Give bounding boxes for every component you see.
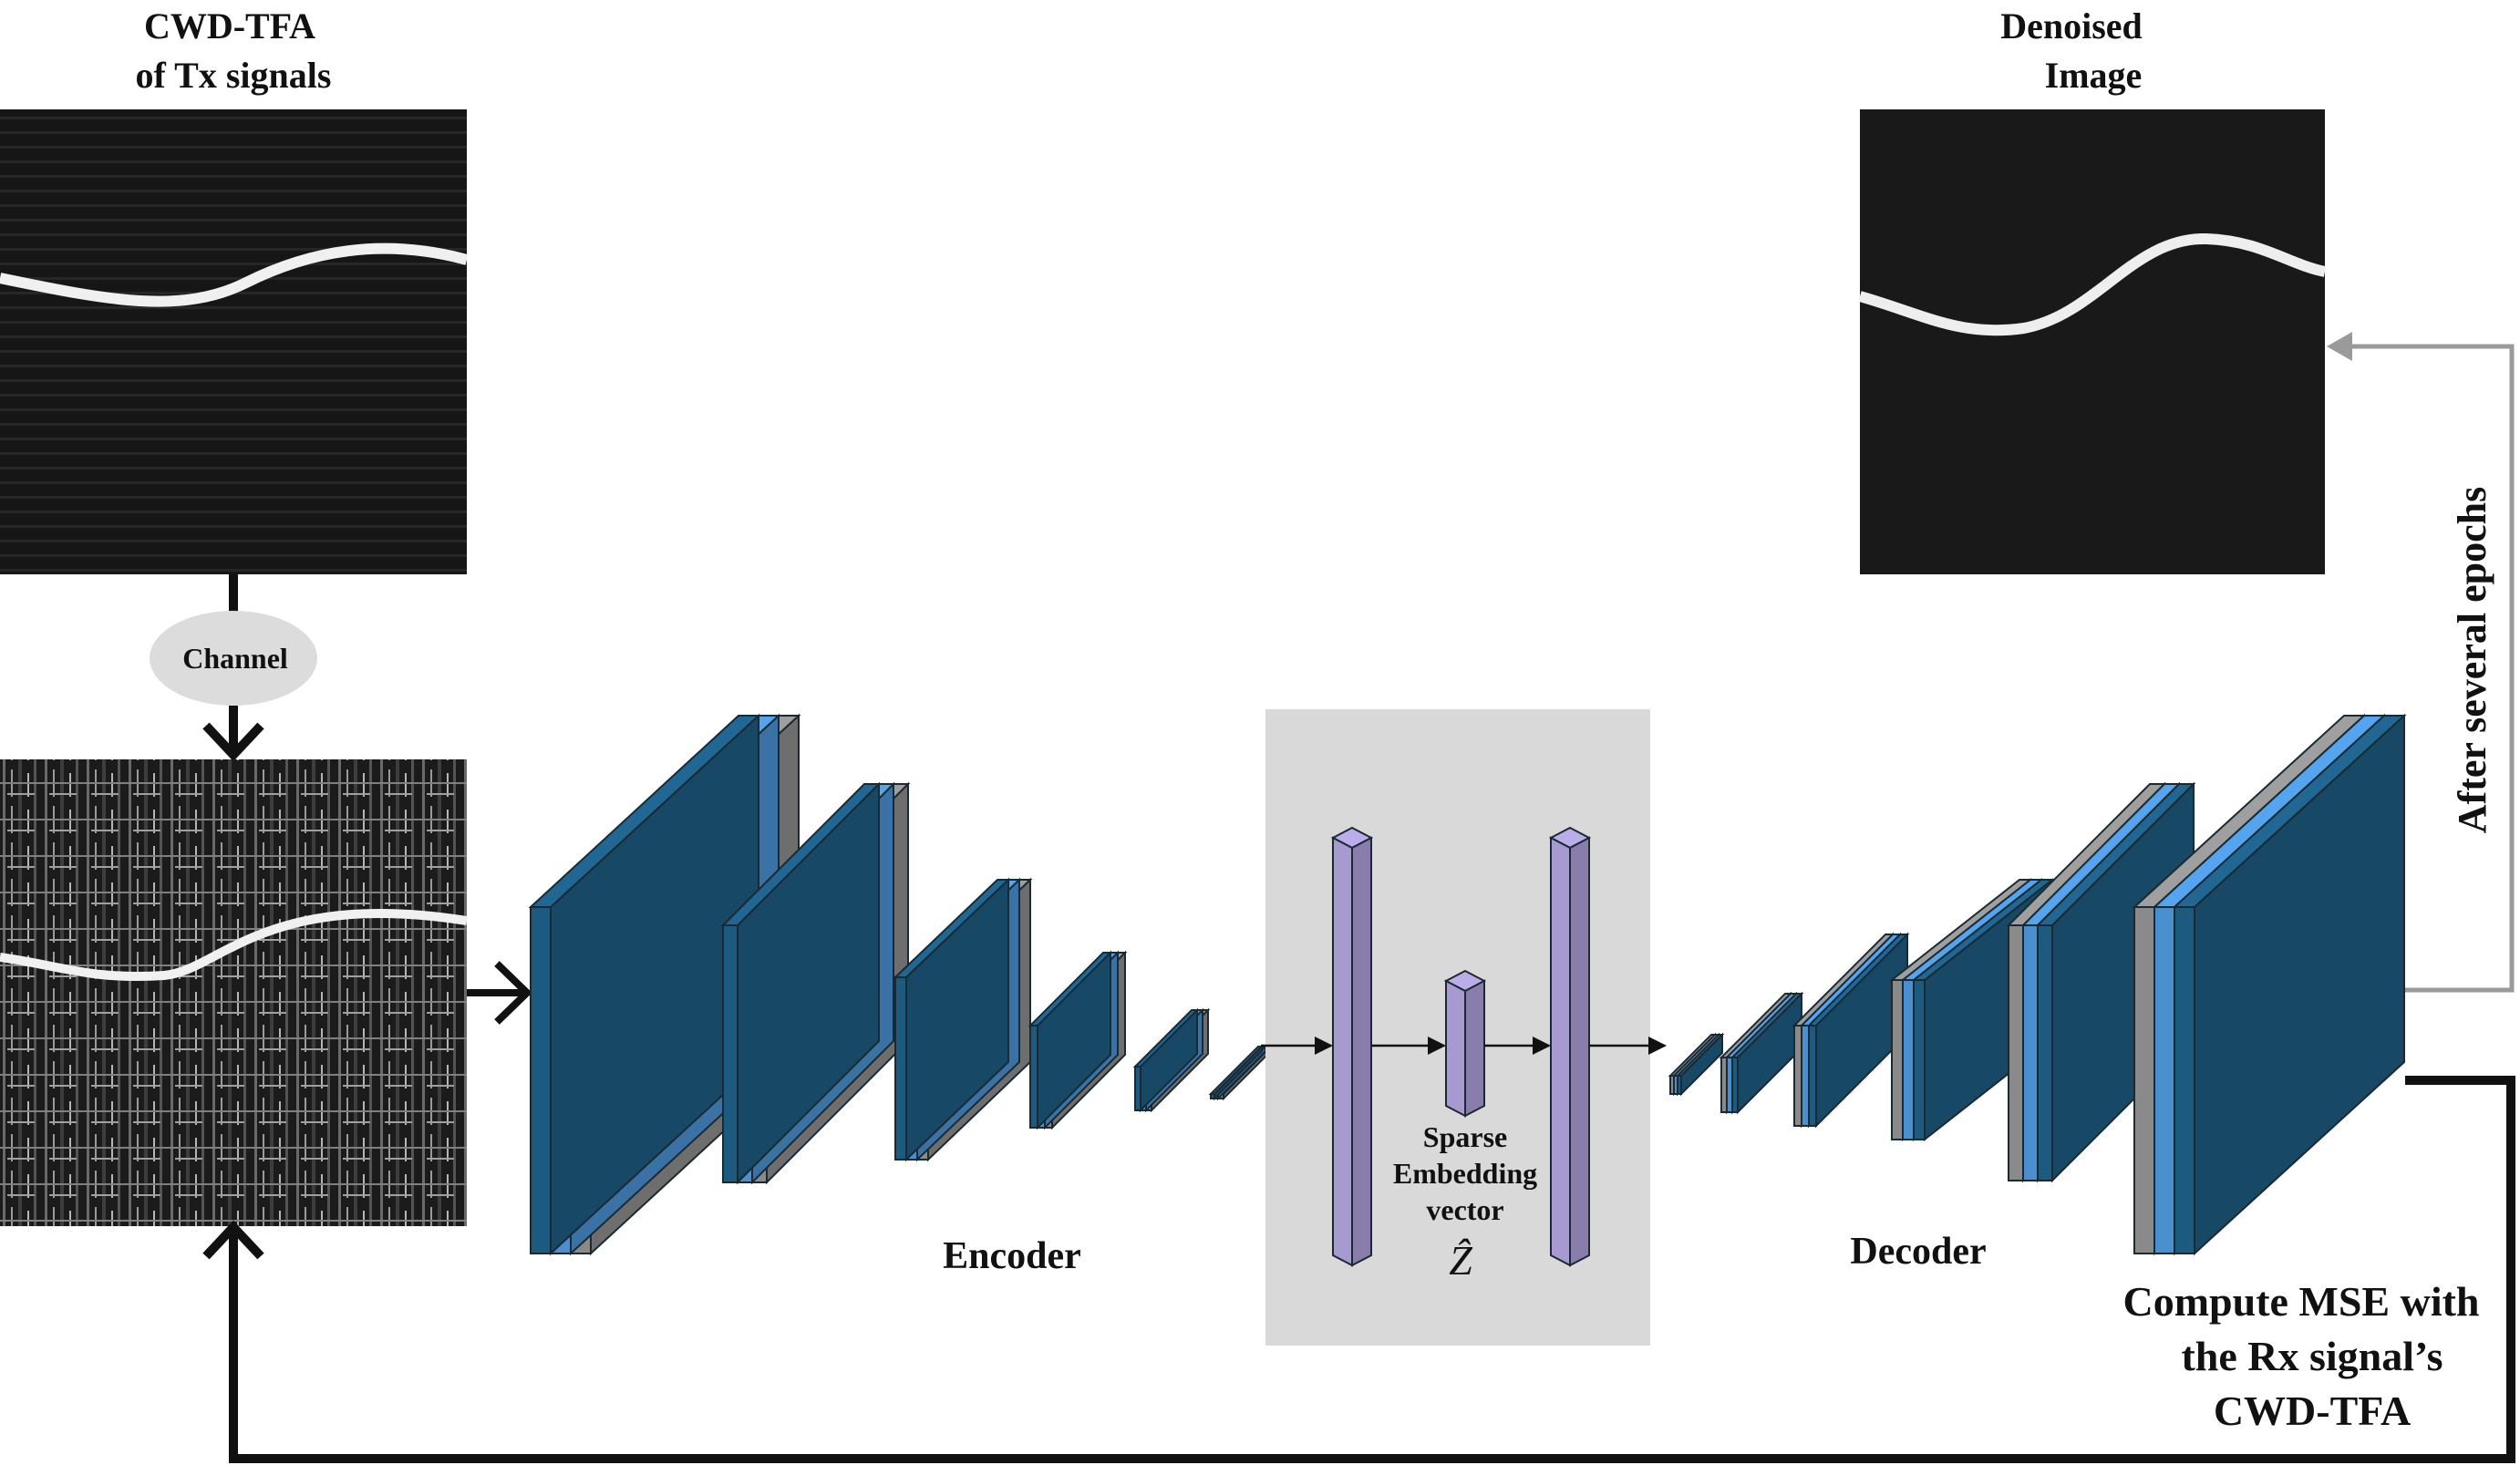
encoder-layer-1-dark xyxy=(528,713,761,1256)
embedding-column-center xyxy=(1443,969,1487,1118)
encoder-layer-1-dark-front xyxy=(530,906,552,1254)
decoder-layer-6 xyxy=(2132,713,2407,1256)
embedding-line3: vector xyxy=(1426,1193,1503,1226)
epochs-feedback-path xyxy=(2334,344,2515,993)
decoder-layer-6-light-front xyxy=(2153,906,2175,1254)
mse-loop-path xyxy=(229,1076,2515,1463)
decoder-layer-2-dark xyxy=(1730,991,1804,1115)
mse-line1: Compute MSE with xyxy=(2122,1278,2479,1325)
embedding-symbol: Ẑ xyxy=(1449,1237,1472,1284)
embedding-column-2-left xyxy=(1550,836,1571,1267)
decoder-layer-1-dark xyxy=(1675,1032,1725,1097)
rx-image xyxy=(0,759,468,1226)
decoder-layer-2-dark-front xyxy=(1731,1057,1739,1113)
embedding-column-2 xyxy=(1548,826,1592,1267)
encoder-layer-4 xyxy=(1028,950,1128,1130)
rx-sinusoid xyxy=(0,908,468,981)
encoder-layer-6-dark-front xyxy=(1210,1093,1215,1099)
decoder-layer-4-light-front xyxy=(1902,979,1915,1140)
channel-ellipse xyxy=(150,611,317,706)
denoised-sinusoid xyxy=(1858,232,2327,336)
embedding-column-center-left xyxy=(1445,979,1466,1118)
encoder-layer-5-dark-side xyxy=(1140,1007,1198,1113)
embedding-column-1-right xyxy=(1351,836,1372,1267)
tx-sinusoid xyxy=(0,242,469,307)
decoder-label: Decoder xyxy=(1850,1231,1986,1273)
epochs-label: After several epochs xyxy=(2450,487,2494,833)
decoder-layer-5-gray-front xyxy=(2008,924,2024,1181)
decoder-layer-4-gray-front xyxy=(1891,979,1904,1140)
decoder-layer-3-light-front xyxy=(1801,1025,1810,1127)
denoised-image xyxy=(1858,109,2327,574)
decoder-layer-5 xyxy=(2006,781,2196,1183)
decoder-layer-2 xyxy=(1719,991,1804,1115)
rx-to-encoder-arrow-head xyxy=(494,961,532,1025)
encoder-label: Encoder xyxy=(943,1235,1081,1277)
decoder-layer-3-dark xyxy=(1806,932,1910,1129)
encoder-layer-6-dark xyxy=(1208,1044,1265,1101)
mse-line3: CWD-TFA xyxy=(2214,1388,2411,1434)
encoder-layer-4-dark-front xyxy=(1029,1025,1038,1129)
encoder-layer-5-dark xyxy=(1132,1007,1200,1113)
tx-title-line1: CWD-TFA xyxy=(144,5,315,46)
encoder-layer-5-dark-front xyxy=(1134,1066,1141,1111)
tx-image xyxy=(0,109,469,574)
embedding-line2: Embedding xyxy=(1393,1157,1537,1190)
decoder-layer-6-gray-front xyxy=(2133,906,2155,1254)
denoised-title-line1: Denoised xyxy=(2000,5,2143,46)
encoder-layer-2 xyxy=(720,781,911,1185)
encoder-layer-2-dark-front xyxy=(722,924,738,1183)
tx-title-line2: of Tx signals xyxy=(136,55,332,96)
decoder-layer-5-light-front xyxy=(2022,924,2039,1181)
encoder-layer-1 xyxy=(528,713,801,1256)
embedding-column-2-right xyxy=(1569,836,1590,1267)
embedding-line1: Sparse xyxy=(1423,1120,1507,1153)
latent-bars xyxy=(1330,826,1592,1267)
mse-loop-arrow-head xyxy=(202,1220,264,1260)
decoder-layer-1-dark-front xyxy=(1677,1075,1682,1095)
epochs-arrow-head xyxy=(2327,332,2352,361)
encoder-layer-3 xyxy=(893,877,1033,1162)
decoder-layer-5-dark-front xyxy=(2037,924,2053,1181)
denoised-title-line2: Image xyxy=(2045,55,2143,96)
channel-arrow-head xyxy=(202,722,264,762)
decoder-layer-6-dark-front xyxy=(2174,906,2195,1254)
embedding-column-center-right xyxy=(1464,979,1485,1118)
embedding-column-1-left xyxy=(1332,836,1353,1267)
decoder-layer-1 xyxy=(1668,1032,1725,1097)
encoder-layer-2-dark xyxy=(720,781,882,1185)
encoder-layer-3-dark-front xyxy=(894,976,907,1161)
decoder-layer-3 xyxy=(1792,932,1910,1129)
mse-line2: the Rx signal’s xyxy=(2181,1333,2443,1379)
encoder-layer-6 xyxy=(1208,1044,1274,1101)
encoder-layer-3-dark xyxy=(893,877,1011,1162)
conv-layers xyxy=(528,713,2407,1256)
decoder-layer-3-dark-front xyxy=(1808,1025,1817,1127)
decoder-layer-4-dark-front xyxy=(1913,979,1926,1140)
decoder-layer-3-gray-front xyxy=(1793,1025,1802,1127)
channel-label: Channel xyxy=(182,642,288,675)
decoder-layer-6-dark xyxy=(2172,713,2407,1256)
encoder-layer-4-dark xyxy=(1028,950,1113,1130)
encoder-layer-5 xyxy=(1132,1007,1211,1113)
embedding-column-1 xyxy=(1330,826,1374,1267)
